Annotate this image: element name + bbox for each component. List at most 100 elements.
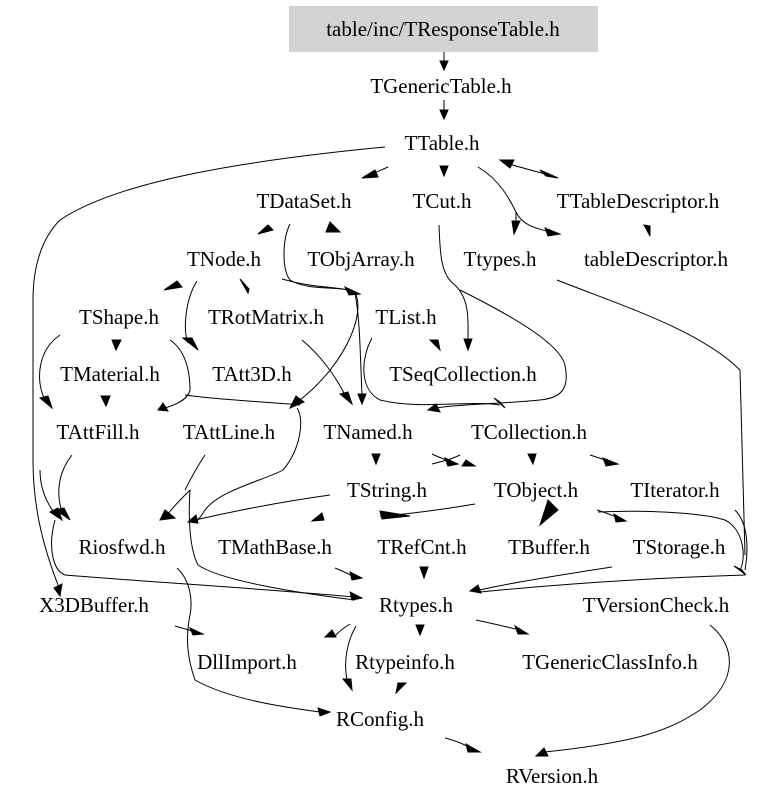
arrowhead	[514, 624, 530, 635]
edge	[475, 619, 521, 631]
arrowhead	[349, 591, 364, 601]
edge	[164, 339, 191, 409]
node-tbuffer[interactable]: TBuffer.h	[508, 535, 590, 559]
arrowhead	[186, 514, 199, 524]
node-tstorage[interactable]: TStorage.h	[632, 535, 726, 559]
arrowhead	[379, 510, 411, 520]
edge	[39, 469, 57, 516]
arrowhead	[439, 60, 449, 72]
node-tshape[interactable]: TShape.h	[79, 305, 159, 329]
node-tnode[interactable]: TNode.h	[186, 247, 262, 271]
node-x3dbuffer[interactable]: X3DBuffer.h	[39, 593, 149, 617]
root-node-box[interactable]	[289, 6, 598, 52]
arrowhead	[463, 338, 473, 352]
node-tabledescriptor[interactable]: tableDescriptor.h	[583, 247, 729, 271]
edge	[438, 224, 469, 341]
arrowhead	[493, 397, 506, 409]
node-rtypes[interactable]: Rtypes.h	[378, 593, 454, 617]
arrowhead	[544, 227, 562, 237]
arrowhead	[539, 169, 559, 179]
edge	[734, 509, 748, 571]
arrowhead	[461, 459, 477, 467]
node-tmathbase[interactable]: TMathBase.h	[218, 535, 332, 559]
edge	[434, 289, 567, 409]
arrowhead	[468, 584, 482, 594]
edge	[194, 407, 302, 523]
node-tatt3d[interactable]: TAtt3D.h	[212, 362, 292, 386]
arrowhead	[511, 220, 521, 236]
edge	[176, 567, 321, 713]
node-ttabledescriptor[interactable]: TTableDescriptor.h	[556, 189, 720, 213]
node-rconfig[interactable]: RConfig.h	[335, 707, 425, 731]
arrowhead	[338, 391, 354, 406]
arrowhead	[395, 682, 408, 695]
node-ttable[interactable]: TTable.h	[404, 131, 480, 155]
edge	[184, 280, 198, 344]
arrowhead	[317, 707, 332, 717]
node-tcollection[interactable]: TCollection.h	[470, 420, 588, 444]
arrowhead	[111, 339, 122, 352]
arrowhead	[239, 278, 250, 295]
node-tmaterial[interactable]: TMaterial.h	[60, 362, 160, 386]
edge	[479, 574, 746, 593]
arrowhead	[498, 159, 515, 169]
arrowhead	[527, 453, 537, 466]
arrowhead	[189, 627, 205, 636]
arrowhead	[100, 395, 111, 408]
arrowhead	[643, 224, 651, 237]
arrowhead	[419, 566, 429, 580]
node-riosfwd[interactable]: Riosfwd.h	[78, 535, 166, 559]
node-trotmatrix[interactable]: TRotMatrix.h	[207, 305, 325, 329]
arrowhead	[439, 165, 449, 178]
arrowhead	[343, 285, 362, 296]
edge	[354, 292, 363, 396]
node-rtypeinfo[interactable]: Rtypeinfo.h	[355, 650, 455, 674]
node-tgenericclassinfo[interactable]: TGenericClassInfo.h	[522, 650, 698, 674]
node-tcut[interactable]: TCut.h	[412, 189, 472, 213]
node-tgenerictable[interactable]: TGenericTable.h	[370, 74, 512, 98]
edge	[39, 334, 61, 401]
arrowhead	[534, 747, 549, 757]
node-tversioncheck[interactable]: TVersionCheck.h	[582, 593, 730, 617]
arrowhead	[444, 457, 460, 467]
arrowhead	[465, 742, 482, 753]
arrowhead	[733, 565, 747, 576]
edge	[479, 566, 613, 591]
node-tseqcollection[interactable]: TSeqCollection.h	[389, 362, 537, 386]
edge	[32, 146, 386, 591]
arrowhead	[323, 629, 337, 638]
arrowhead	[539, 499, 559, 527]
node-tdataset[interactable]: TDataSet.h	[256, 189, 352, 213]
node-tattfill[interactable]: TAttFill.h	[56, 420, 140, 444]
arrowhead	[157, 402, 169, 412]
arrowhead	[357, 393, 367, 406]
edge	[345, 625, 357, 681]
arrowhead	[288, 395, 305, 409]
node-tnamed[interactable]: TNamed.h	[323, 420, 413, 444]
node-titerator[interactable]: TIterator.h	[630, 478, 720, 502]
node-root[interactable]: table/inc/TResponseTable.h	[326, 17, 560, 41]
edge	[281, 278, 359, 401]
arrowhead	[49, 507, 63, 522]
node-tlist[interactable]: TList.h	[375, 305, 437, 329]
node-ttypes[interactable]: Ttypes.h	[463, 247, 537, 271]
edge	[597, 510, 744, 571]
edge	[58, 454, 73, 513]
edge	[184, 454, 206, 491]
node-tstring[interactable]: TString.h	[347, 478, 427, 502]
node-rversion[interactable]: RVersion.h	[505, 764, 599, 788]
node-tattline[interactable]: TAttLine.h	[182, 420, 276, 444]
node-tobject[interactable]: TObject.h	[493, 478, 579, 502]
arrowhead	[602, 457, 620, 467]
arrowhead	[341, 678, 353, 692]
edge	[544, 624, 730, 753]
node-dllimport[interactable]: DllImport.h	[197, 650, 297, 674]
arrowhead	[53, 583, 63, 598]
node-trefcnt[interactable]: TRefCnt.h	[377, 535, 467, 559]
edge	[167, 489, 191, 515]
arrowhead	[439, 109, 449, 121]
arrowhead	[325, 221, 342, 233]
node-tobjarray[interactable]: TObjArray.h	[307, 247, 415, 271]
